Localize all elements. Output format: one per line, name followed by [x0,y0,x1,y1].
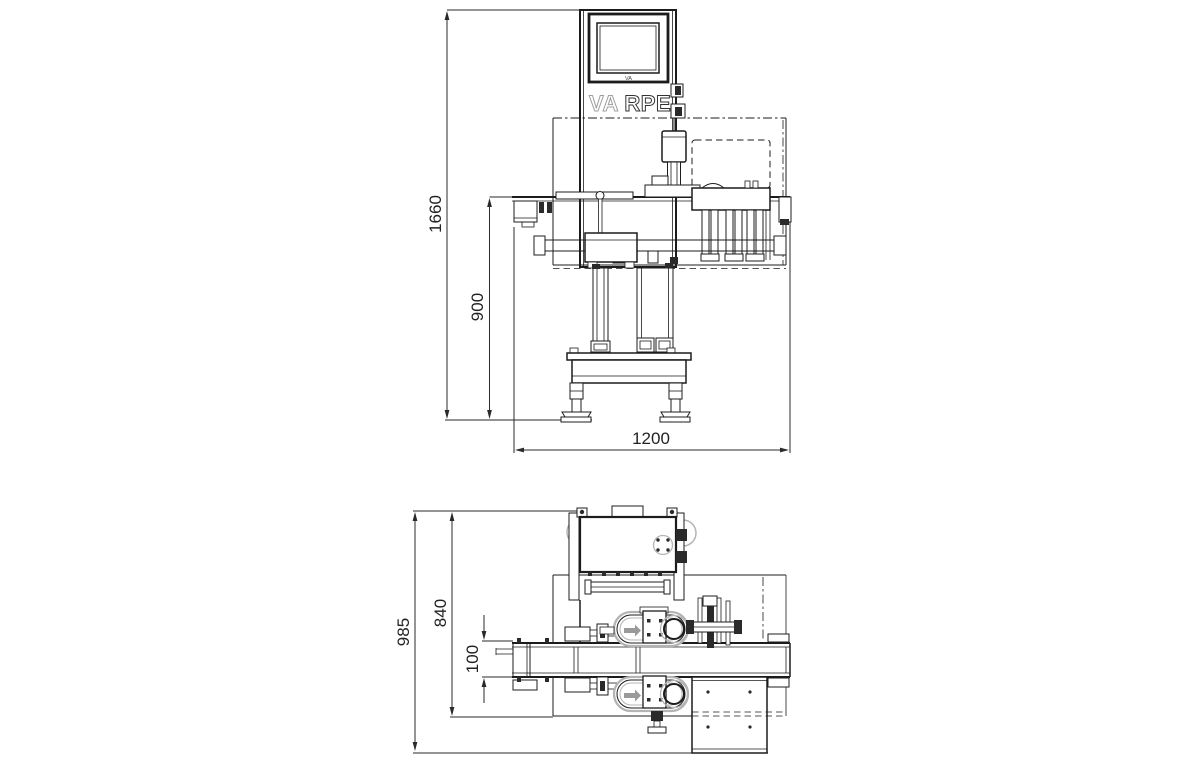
dim-label-1660: 1660 [426,195,445,233]
flow-arrow-bottom [624,689,641,702]
dim-label-100: 100 [463,645,482,673]
belt-side-guides [767,633,790,688]
plan-housing [566,505,697,601]
brand-logo: VA RPE [589,91,672,117]
dimension-width: 1200 [513,203,791,453]
motor-assembly-top [599,606,690,648]
support-legs [590,263,674,353]
crossbar [584,579,671,595]
pusher-assembly [686,595,742,648]
plan-view: 985 840 100 [394,505,791,754]
flange [652,534,674,556]
left-idler-pulley [513,200,552,228]
base-frame [566,347,692,384]
dim-label-1200: 1200 [632,429,670,448]
monitor: VA [587,12,670,84]
pulley-bottom [663,683,685,705]
front-view: 1660 900 1200 [426,9,792,453]
dimension-belt-width: 100 [463,615,513,703]
motor-assembly-bottom [612,675,690,734]
reject-rollers [700,209,765,262]
housing-body [578,515,678,574]
logo-rpe: RPE [624,91,671,116]
svg-text:VA RPE: VA RPE [589,91,671,116]
dimension-belt-height: 900 [468,196,513,419]
logo-va: VA [589,91,619,116]
pneumatic-cylinder [644,130,701,198]
monitor-screen [596,22,660,74]
side-bracket [778,196,792,225]
dim-label-985: 985 [394,618,413,646]
column-clamps [670,83,686,131]
sensor-arm-lower [564,676,626,696]
dim-label-840: 840 [431,599,450,627]
monitor-bezel [587,12,670,84]
weigh-platform [584,232,638,269]
monitor-logo-text: VA [625,76,632,82]
housing-bolt-row [588,572,662,576]
mounting-plate [691,676,786,754]
reject-unit [691,139,771,262]
leveling-feet [560,382,691,423]
flow-arrow-top [624,624,641,637]
pulley-top [663,618,685,640]
dim-label-900: 900 [468,293,487,321]
dimension-total-height: 1660 [426,9,581,419]
dimension-frame-depth: 840 [431,512,553,718]
plate-hole-marks [706,690,752,729]
